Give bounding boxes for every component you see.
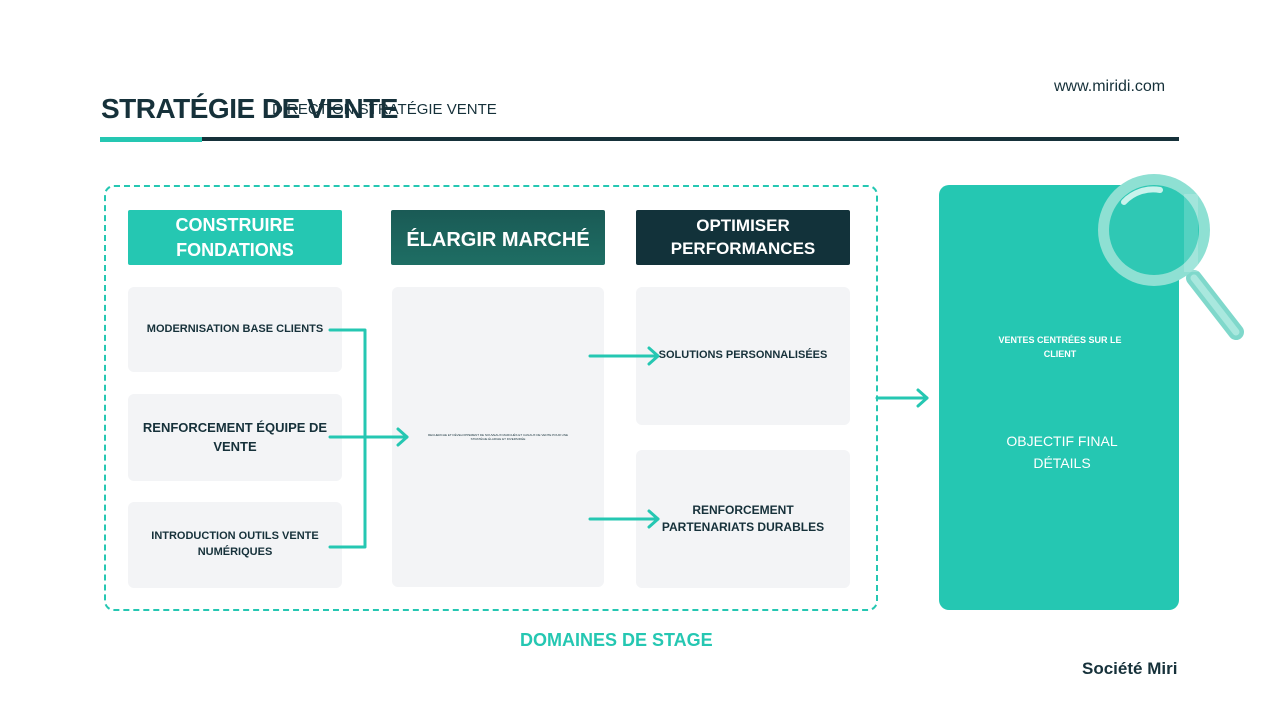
page-title: STRATÉGIE DE VENTE	[101, 93, 398, 124]
card-market-expansion: RECHERCHE ET DÉVELOPPEMENT DE NOUVEAUX M…	[392, 287, 604, 587]
magnifying-glass-icon	[1098, 174, 1244, 340]
header-accent	[100, 137, 202, 142]
card-modernize-client-base: MODERNISATION BASE CLIENTS	[128, 287, 342, 372]
arrow-right-icon	[396, 427, 409, 447]
card-custom-solutions: SOLUTIONS PERSONNALISÉES	[636, 287, 850, 425]
header-divider	[200, 137, 1179, 141]
frame-label: DOMAINES DE STAGE	[520, 630, 713, 650]
column-header-expand-market: ÉLARGIR MARCHÉ	[391, 210, 605, 265]
website-link[interactable]: www.miridi.com	[1054, 78, 1166, 95]
card-sales-team: RENFORCEMENT ÉQUIPE DE VENTE	[128, 394, 342, 481]
arrow-right-icon	[647, 509, 660, 529]
arrow-right-icon	[916, 388, 929, 408]
final-goal-heading: VENTES CENTRÉES SUR LE CLIENT	[998, 335, 1122, 359]
page-subtitle: DIRECTION STRATÉGIE VENTE	[272, 101, 497, 118]
arrow-right-icon	[647, 346, 660, 366]
company-name: Société Miri	[1082, 659, 1178, 678]
final-goal-label: OBJECTIF FINAL DÉTAILS	[1006, 433, 1118, 471]
card-digital-tools: INTRODUCTION OUTILS VENTE NUMÉRIQUES	[128, 502, 342, 588]
card-partnerships: RENFORCEMENT PARTENARIATS DURABLES	[636, 450, 850, 588]
column-header-foundations: CONSTRUIRE FONDATIONS	[128, 210, 342, 265]
column-header-optimize: OPTIMISER PERFORMANCES	[636, 210, 850, 265]
